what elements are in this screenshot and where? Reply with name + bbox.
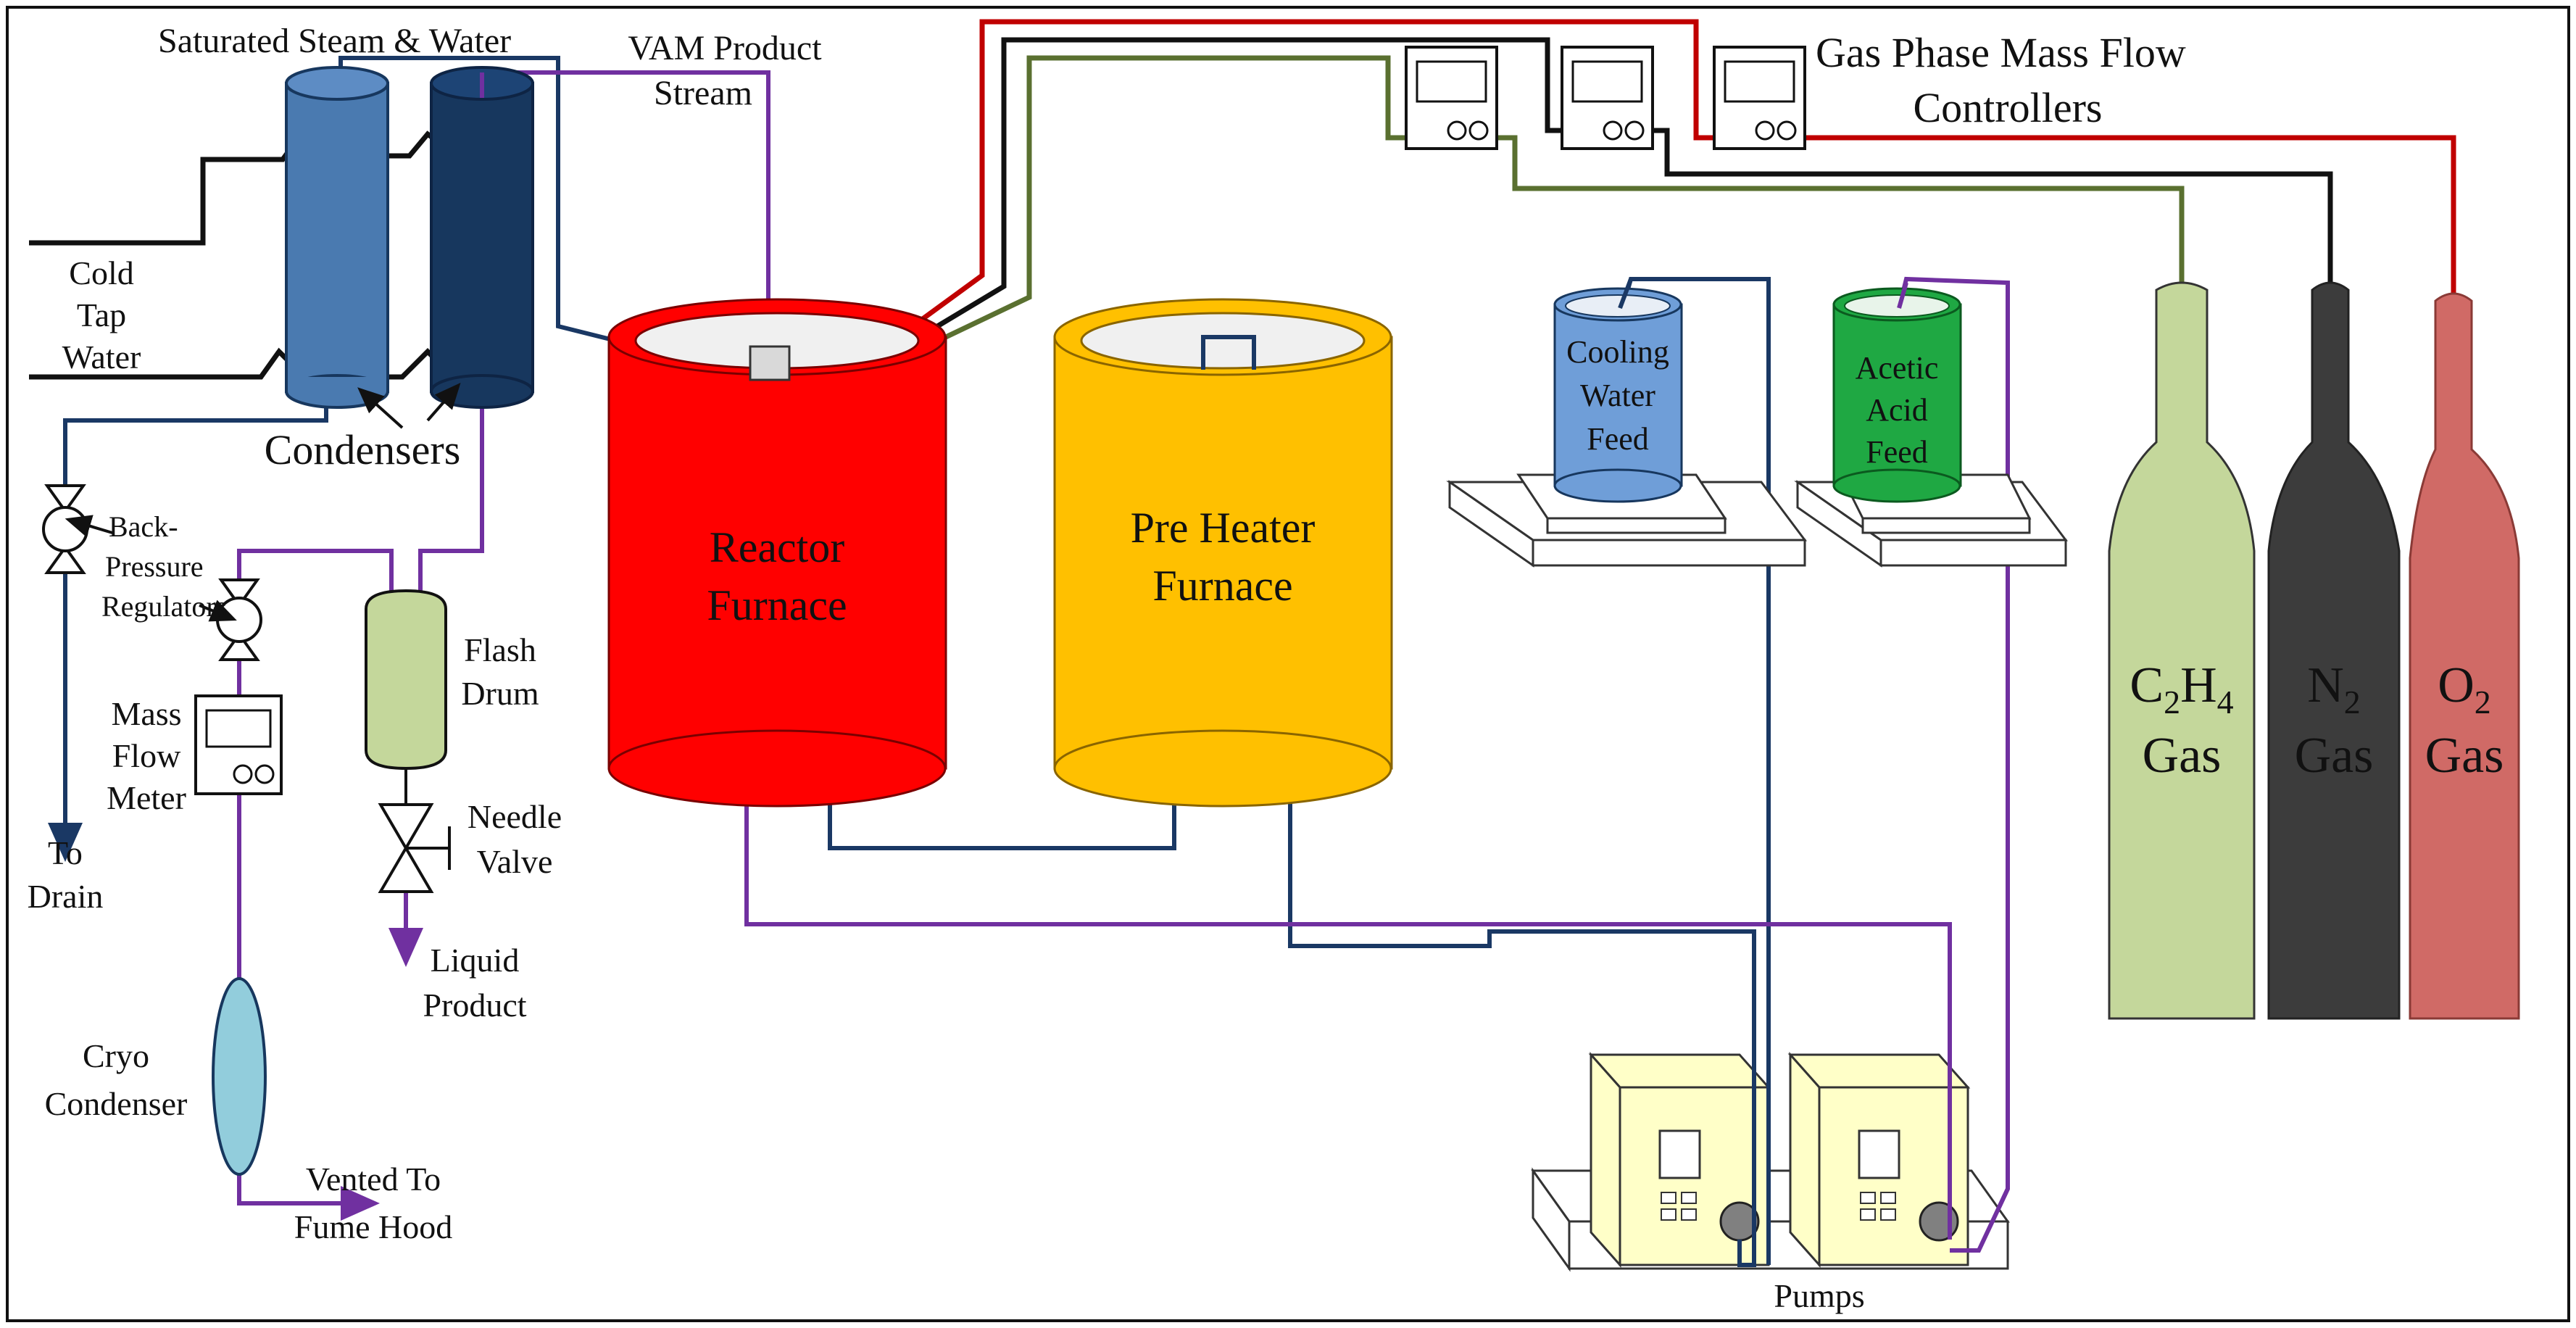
acetic-feed-dip <box>1897 282 1908 309</box>
label-bpr-2: Pressure <box>105 550 204 583</box>
gas-mfc-1 <box>1405 46 1498 150</box>
label-pumps: Pumps <box>1774 1277 1864 1314</box>
label-flash-1: Flash <box>464 631 536 668</box>
label-cryo-1: Cryo <box>83 1037 149 1074</box>
cooling-water-tank <box>1553 287 1683 503</box>
label-gas-mfc-1: Gas Phase Mass Flow <box>1816 29 2186 76</box>
preheater-furnace <box>1053 298 1393 808</box>
n2-cylinder <box>2267 281 2401 1020</box>
label-bpr-1: Back- <box>109 510 178 543</box>
label-vented-1: Vented To <box>306 1161 441 1198</box>
label-o2-gas: Gas <box>2425 728 2504 784</box>
label-bpr-3: Regulators <box>101 590 227 623</box>
label-preheater-1: Pre Heater <box>1131 504 1316 552</box>
label-cooling-1: Cooling <box>1566 334 1669 370</box>
label-vam-product-1: VAM Product <box>628 29 822 67</box>
label-mfm-2: Flow <box>112 737 181 774</box>
label-liquid-2: Product <box>423 987 526 1024</box>
label-flash-2: Drum <box>461 675 539 712</box>
cryo-condenser <box>212 977 267 1176</box>
label-cryo-2: Condenser <box>45 1085 188 1122</box>
label-cold-2: Tap <box>77 296 126 333</box>
condenser-arrow-2 <box>426 382 461 422</box>
label-condensers: Condensers <box>265 426 461 473</box>
regulator-arrow-1 <box>65 515 113 538</box>
pump-2 <box>1787 1052 1971 1268</box>
needle-valve <box>378 803 451 893</box>
mass-flow-meter <box>194 694 283 795</box>
label-o2-formula: O2 <box>2438 657 2491 721</box>
label-gas-mfc-2: Controllers <box>1914 84 2103 131</box>
condenser-arrow-1 <box>357 387 404 429</box>
c2h4-cylinder <box>2108 281 2256 1020</box>
regulator-arrow-2 <box>199 599 237 622</box>
label-acetic-3: Feed <box>1866 434 1928 470</box>
gas-mfc-3 <box>1713 46 1806 150</box>
label-acetic-2: Acid <box>1866 392 1928 428</box>
condenser-drain-line <box>63 397 328 507</box>
label-needle-1: Needle <box>468 798 562 835</box>
label-cooling-2: Water <box>1580 378 1655 413</box>
label-c2h4-gas: Gas <box>2143 728 2222 784</box>
label-to-drain-2: Drain <box>28 878 104 915</box>
label-n2-formula: N2 <box>2307 657 2361 721</box>
label-mfm-1: Mass <box>111 695 181 732</box>
light-condenser <box>285 66 389 409</box>
pump2-acetic-overlay <box>1950 1187 2010 1253</box>
pump1-inlet-overlay <box>1737 931 1756 1267</box>
label-preheater-2: Furnace <box>1152 562 1292 610</box>
label-vented-2: Fume Hood <box>294 1208 453 1245</box>
cryo-vent-line <box>237 1174 380 1221</box>
label-to-drain-1: To <box>48 834 83 871</box>
condenser-to-flash-line <box>418 397 484 594</box>
o2-cylinder <box>2409 292 2520 1020</box>
flash-to-regulator-line <box>237 549 394 594</box>
label-reactor-2: Furnace <box>707 581 847 629</box>
reactor-preheater-line <box>828 790 1176 850</box>
pump-1 <box>1588 1052 1771 1268</box>
n2-gas-line <box>857 37 2333 376</box>
label-acetic-1: Acetic <box>1856 350 1939 386</box>
dark-condenser <box>430 66 534 409</box>
label-mfm-3: Meter <box>107 779 186 816</box>
label-n2-gas: Gas <box>2295 728 2374 784</box>
cooling-feed-dip <box>1618 278 1633 310</box>
label-saturated-steam: Saturated Steam & Water <box>158 22 511 60</box>
preheater-loop-overlay <box>1201 335 1256 370</box>
label-cold-1: Cold <box>69 254 133 291</box>
label-cooling-3: Feed <box>1587 421 1649 457</box>
label-c2h4-formula: C2H4 <box>2130 657 2233 721</box>
acetic-acid-tank <box>1832 287 1962 503</box>
label-vam-product-2: Stream <box>654 74 752 112</box>
c2h4-gas-line <box>868 55 2185 376</box>
o2-gas-line <box>846 19 2456 375</box>
label-reactor-1: Reactor <box>710 523 845 571</box>
flash-drum <box>365 589 447 771</box>
reactor-furnace <box>607 298 947 808</box>
label-liquid-1: Liquid <box>431 942 520 979</box>
label-cold-3: Water <box>62 339 141 375</box>
gas-mfc-2 <box>1561 46 1654 150</box>
label-needle-2: Valve <box>477 843 553 880</box>
